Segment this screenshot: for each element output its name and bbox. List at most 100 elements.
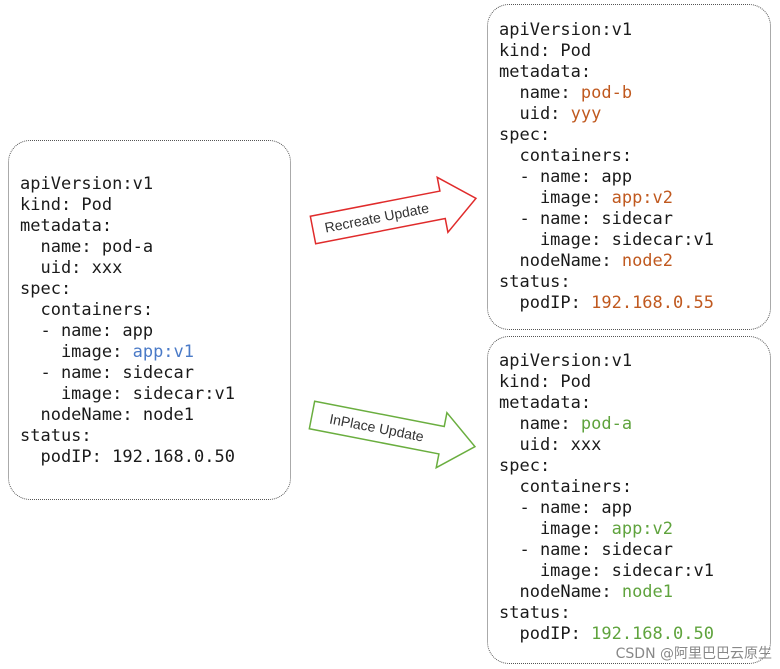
yaml-key: image: (499, 230, 612, 250)
yaml-key: nodeName: (499, 251, 622, 271)
yaml-line: podIP: 192.168.0.50 (20, 447, 235, 468)
yaml-value: 192.168.0.50 (591, 624, 714, 644)
yaml-key: containers: (499, 146, 633, 166)
yaml-key: containers: (499, 477, 633, 497)
yaml-line: kind: Pod (499, 41, 714, 62)
yaml-key: name: (499, 414, 581, 434)
yaml-key: kind: (499, 372, 561, 392)
yaml-line: nodeName: node2 (499, 251, 714, 272)
yaml-key: apiVersion: (20, 174, 133, 194)
csdn-watermark: CSDN @阿里巴巴云原生 (615, 646, 772, 662)
yaml-key: kind: (499, 41, 561, 61)
yaml-value: sidecar:v1 (611, 230, 714, 250)
recreate-update-arrow: Recreate Update (309, 175, 478, 245)
yaml-line: apiVersion:v1 (499, 20, 714, 41)
yaml-line: name: pod-a (20, 237, 235, 258)
yaml-line: spec: (499, 456, 714, 477)
yaml-key: - name: (499, 209, 602, 229)
yaml-key: spec: (20, 279, 72, 299)
yaml-key: spec: (499, 125, 551, 145)
yaml-key: - name: (20, 363, 123, 383)
yaml-key: metadata: (499, 393, 592, 413)
yaml-value: app:v2 (611, 188, 674, 208)
yaml-line: apiVersion:v1 (499, 351, 714, 372)
yaml-line: - name: app (20, 321, 235, 342)
yaml-value: node1 (621, 582, 674, 602)
yaml-line: kind: Pod (20, 195, 235, 216)
yaml-value: sidecar (122, 363, 195, 383)
yaml-value: 192.168.0.55 (591, 293, 714, 313)
yaml-line: spec: (499, 125, 714, 146)
yaml-key: status: (20, 426, 92, 446)
yaml-value: node1 (142, 405, 195, 425)
yaml-line: - name: app (499, 498, 714, 519)
yaml-value: pod-a (580, 414, 633, 434)
yaml-line: - name: sidecar (499, 209, 714, 230)
yaml-value: v1 (611, 351, 633, 371)
yaml-value: app (122, 321, 154, 341)
yaml-key: apiVersion: (499, 351, 612, 371)
yaml-line: uid: xxx (20, 258, 235, 279)
yaml-line: nodeName: node1 (499, 582, 714, 603)
yaml-value: pod-b (580, 83, 633, 103)
yaml-value: v1 (132, 174, 154, 194)
yaml-value: Pod (81, 195, 113, 215)
yaml-key: status: (499, 272, 571, 292)
yaml-line: apiVersion:v1 (20, 174, 235, 195)
yaml-value: sidecar (601, 209, 674, 229)
yaml-line: - name: app (499, 167, 714, 188)
yaml-key: uid: (499, 435, 571, 455)
yaml-line: name: pod-b (499, 83, 714, 104)
yaml-line: spec: (20, 279, 235, 300)
yaml-key: apiVersion: (499, 20, 612, 40)
yaml-line: metadata: (499, 393, 714, 414)
yaml-key: kind: (20, 195, 82, 215)
yaml-key: metadata: (499, 62, 592, 82)
inplace-update-arrow: InPlace Update (308, 400, 477, 470)
yaml-key: podIP: (499, 624, 592, 644)
yaml-key: nodeName: (499, 582, 622, 602)
yaml-value: app:v1 (132, 342, 195, 362)
yaml-line: podIP: 192.168.0.55 (499, 293, 714, 314)
yaml-line: nodeName: node1 (20, 405, 235, 426)
yaml-key: image: (499, 519, 612, 539)
yaml-key: metadata: (20, 216, 113, 236)
yaml-key: - name: (499, 498, 602, 518)
yaml-value: app:v2 (611, 519, 674, 539)
yaml-value: app (601, 498, 633, 518)
yaml-line: uid: yyy (499, 104, 714, 125)
yaml-line: metadata: (20, 216, 235, 237)
yaml-key: spec: (499, 456, 551, 476)
yaml-line: podIP: 192.168.0.50 (499, 624, 714, 645)
yaml-line: image: app:v1 (20, 342, 235, 363)
yaml-line: image: sidecar:v1 (499, 230, 714, 251)
yaml-key: image: (499, 561, 612, 581)
yaml-value: app (601, 167, 633, 187)
yaml-key: podIP: (499, 293, 592, 313)
yaml-key: status: (499, 603, 571, 623)
yaml-key: image: (499, 188, 612, 208)
yaml-key: podIP: (20, 447, 113, 467)
yaml-line: image: sidecar:v1 (499, 561, 714, 582)
yaml-value: pod-a (101, 237, 154, 257)
yaml-line: metadata: (499, 62, 714, 83)
yaml-line: containers: (499, 146, 714, 167)
yaml-value: 192.168.0.50 (112, 447, 235, 467)
yaml-key: - name: (20, 321, 123, 341)
yaml-key: name: (20, 237, 102, 257)
yaml-line: uid: xxx (499, 435, 714, 456)
yaml-line: status: (499, 603, 714, 624)
yaml-key: - name: (499, 540, 602, 560)
yaml-value: yyy (570, 104, 602, 124)
yaml-line: containers: (499, 477, 714, 498)
yaml-line: - name: sidecar (499, 540, 714, 561)
yaml-key: - name: (499, 167, 602, 187)
yaml-line: image: app:v2 (499, 188, 714, 209)
